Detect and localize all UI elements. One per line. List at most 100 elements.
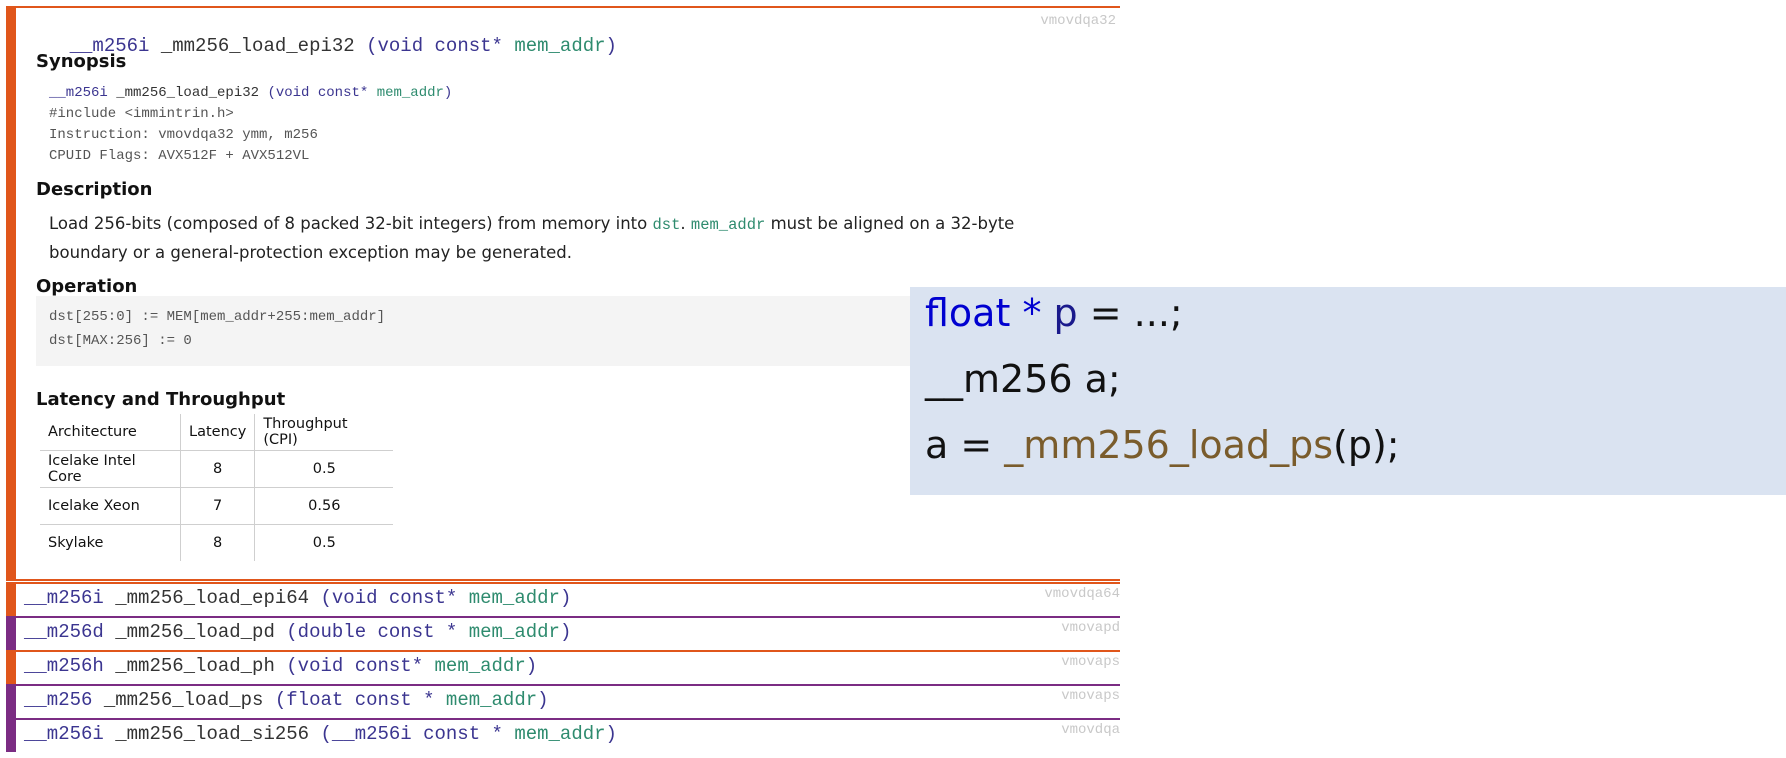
intrinsic-row-load-ph[interactable]: __m256h _mm256_load_ph (void const* mem_… [0, 650, 1120, 684]
latency-header-row: Architecture Latency Throughput (CPI) [40, 414, 394, 451]
cell-latency: 7 [179, 487, 255, 525]
description-part-3: must be aligned on a 32-byte boundary or… [49, 214, 1015, 262]
row-signature: __m256i _mm256_load_si256 (__m256i const… [24, 723, 617, 745]
row-return-type: __m256 [24, 689, 93, 711]
row-param-type: (float const * [274, 689, 435, 711]
param-type: void const* [377, 35, 503, 57]
row-close: ) [605, 723, 617, 745]
row-function-name: _mm256_load_ps [103, 689, 264, 711]
row-param-type: (void const* [320, 587, 458, 609]
row-accent-bar [6, 650, 16, 684]
code-line-3: a = _mm256_load_ps(p); [925, 423, 1400, 467]
row-top-border [6, 582, 1120, 584]
row-close: ) [525, 655, 538, 677]
intrinsic-row-load-ps[interactable]: __m256 _mm256_load_ps (float const * mem… [0, 684, 1120, 718]
panel-bottom-border [6, 579, 1120, 581]
row-top-border [6, 684, 1120, 686]
synopsis-function-name: _mm256_load_epi32 [116, 85, 260, 101]
synopsis-param-type: (void const* [267, 85, 369, 101]
code-line-3-lhs: a = [925, 423, 1005, 467]
code-line-1: float * p = ...; [925, 291, 1183, 335]
operation-title: Operation [36, 276, 138, 297]
row-top-border [6, 616, 1120, 618]
cell-architecture: Icelake Xeon [40, 487, 181, 525]
row-param-type: (double const * [286, 621, 458, 643]
code-pointer-star: * [1010, 291, 1042, 335]
cell-throughput: 0.5 [254, 524, 394, 561]
row-return-type: __m256i [24, 723, 104, 745]
function-name: _mm256_load_epi32 [160, 35, 355, 57]
row-close: ) [537, 689, 549, 711]
row-param-name: mem_addr [514, 723, 606, 745]
synopsis-instruction: Instruction: vmovdqa32 ymm, m256 [49, 127, 318, 143]
row-function-name: _mm256_load_si256 [115, 723, 310, 745]
row-accent-bar [6, 684, 16, 718]
intrinsic-row-load-si256[interactable]: __m256i _mm256_load_si256 (__m256i const… [0, 718, 1120, 752]
row-function-name: _mm256_load_epi64 [115, 587, 310, 609]
cell-latency: 8 [179, 524, 255, 561]
row-function-name: _mm256_load_pd [115, 621, 275, 643]
row-signature: __m256i _mm256_load_epi64 (void const* m… [24, 587, 571, 609]
params-close: ) [605, 35, 617, 57]
instruction-tag: vmovdqa32 [1040, 13, 1116, 29]
cell-latency: 8 [179, 450, 255, 488]
table-row: Icelake Xeon 7 0.56 [40, 487, 394, 525]
row-return-type: __m256i [24, 587, 104, 609]
return-type: __m256i [69, 35, 150, 57]
header-throughput: Throughput (CPI) [254, 414, 394, 451]
cell-architecture: Skylake [40, 524, 181, 561]
synopsis-title: Synopsis [36, 51, 127, 72]
code-line-1-rest: = ...; [1077, 291, 1183, 335]
synopsis-cpuid: CPUID Flags: AVX512F + AVX512VL [49, 148, 310, 164]
header-latency: Latency [179, 414, 255, 451]
row-signature: __m256 _mm256_load_ps (float const * mem… [24, 689, 549, 711]
param-name: mem_addr [514, 35, 606, 57]
code-line-3-rest: (p); [1333, 423, 1400, 467]
description-title: Description [36, 179, 153, 200]
row-top-border [6, 718, 1120, 720]
row-signature: __m256d _mm256_load_pd (double const * m… [24, 621, 571, 643]
row-signature: __m256h _mm256_load_ph (void const* mem_… [24, 655, 537, 677]
row-accent-bar [6, 718, 16, 752]
synopsis-return-type: __m256i [49, 85, 108, 101]
latency-title: Latency and Throughput [36, 389, 286, 410]
row-param-type: (__m256i const * [320, 723, 503, 745]
row-param-name: mem_addr [468, 587, 560, 609]
row-accent-bar [6, 582, 16, 616]
row-instruction-tag: vmovaps [1061, 688, 1120, 704]
synopsis-param-name: mem_addr [376, 85, 444, 101]
intrinsic-signature-header[interactable]: __m256i _mm256_load_epi32 (void const* m… [24, 13, 617, 79]
row-instruction-tag: vmovdqa64 [1044, 586, 1120, 602]
description-part-1: Load 256-bits (composed of 8 packed 32-b… [49, 214, 653, 233]
row-top-border [6, 650, 1120, 652]
intrinsic-detail-panel: __m256i _mm256_load_epi32 (void const* m… [0, 0, 1120, 581]
row-close: ) [559, 621, 572, 643]
latency-table: Architecture Latency Throughput (CPI) Ic… [40, 414, 394, 561]
row-close: ) [559, 587, 572, 609]
row-param-name: mem_addr [434, 655, 526, 677]
description-text: Load 256-bits (composed of 8 packed 32-b… [49, 210, 1089, 266]
row-instruction-tag: vmovapd [1061, 620, 1120, 636]
synopsis-include: #include <immintrin.h> [49, 106, 234, 122]
row-instruction-tag: vmovaps [1061, 654, 1120, 670]
code-function-call: _mm256_load_ps [1004, 423, 1333, 467]
panel-top-border [6, 6, 1120, 8]
code-var-p: p [1041, 291, 1078, 335]
intrinsic-row-load-pd[interactable]: __m256d _mm256_load_pd (double const * m… [0, 616, 1120, 650]
operation-line-1: dst[255:0] := MEM[mem_addr+255:mem_addr] [49, 309, 386, 325]
synopsis-close: ) [443, 85, 453, 101]
row-function-name: _mm256_load_ph [115, 655, 275, 677]
table-row: Skylake 8 0.5 [40, 524, 394, 561]
intrinsic-row-load-epi64[interactable]: __m256i _mm256_load_epi64 (void const* m… [0, 582, 1120, 616]
row-param-name: mem_addr [468, 621, 560, 643]
cell-throughput: 0.5 [254, 450, 394, 488]
table-row: Icelake Intel Core 8 0.5 [40, 450, 394, 488]
row-return-type: __m256h [24, 655, 104, 677]
row-return-type: __m256d [24, 621, 104, 643]
row-param-name: mem_addr [445, 689, 538, 711]
avx512-accent-bar [6, 6, 16, 580]
synopsis-signature: __m256i _mm256_load_epi32 (void const* m… [49, 85, 452, 101]
description-code-dst: dst [652, 216, 681, 234]
code-example-overlay: float * p = ...; __m256 a; a = _mm256_lo… [910, 287, 1786, 495]
row-instruction-tag: vmovdqa [1061, 722, 1120, 738]
